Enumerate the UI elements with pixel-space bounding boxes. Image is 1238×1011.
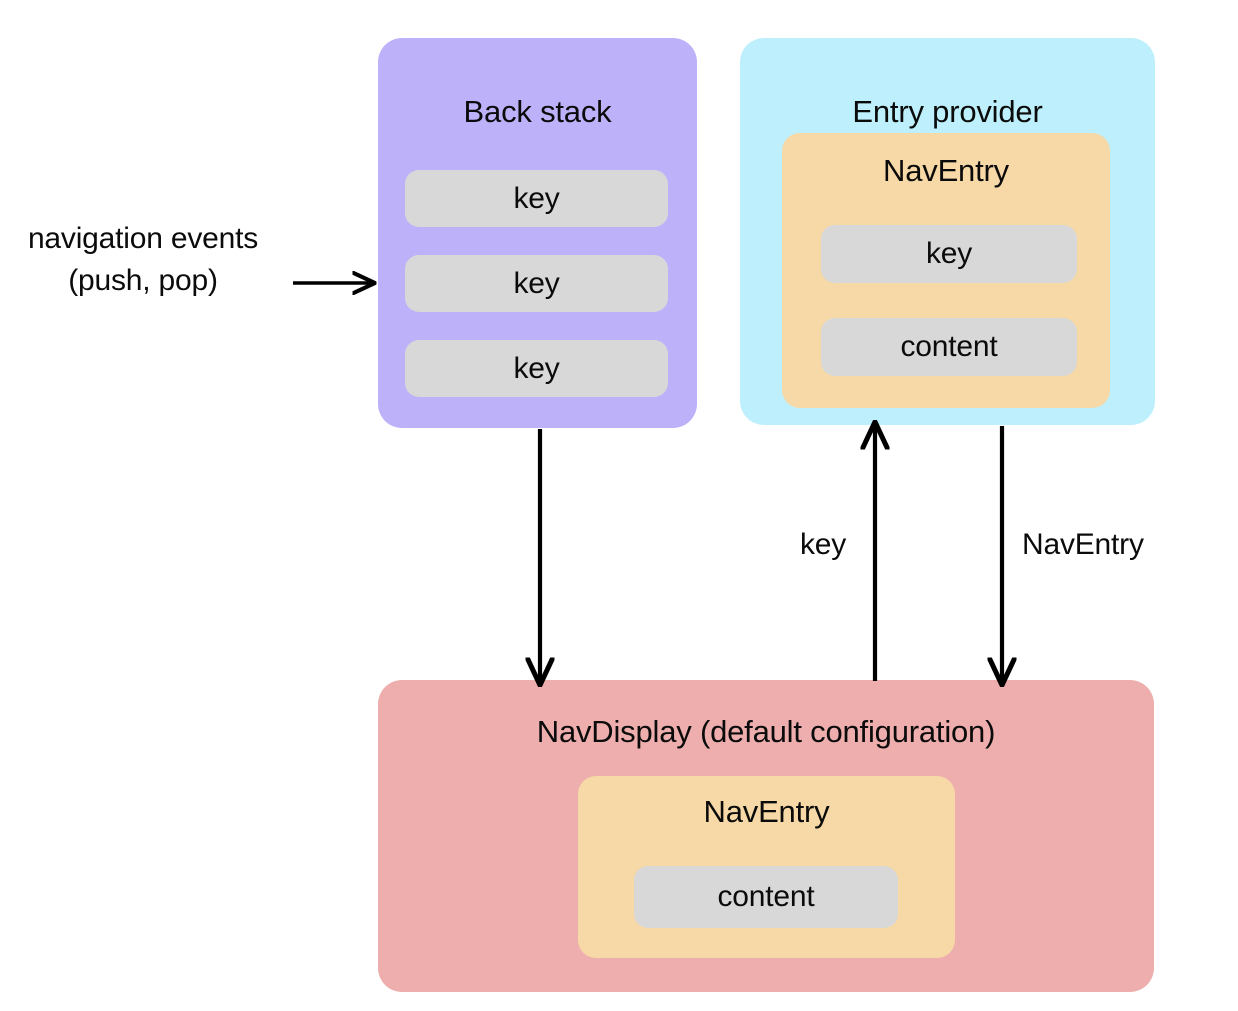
- entry-provider-nav-entry-box[interactable]: NavEntry key content: [782, 133, 1110, 408]
- entry-provider-content-chip[interactable]: content: [821, 318, 1077, 376]
- navigation-events-line-2: (push, pop): [68, 264, 218, 297]
- back-stack-key-chip[interactable]: key: [405, 340, 668, 397]
- back-stack-title: Back stack: [463, 94, 612, 129]
- navigation-events-line-1: navigation events: [27, 222, 259, 255]
- entry-provider-nav-entry-title: NavEntry: [883, 153, 1009, 188]
- back-stack-key-chip[interactable]: key: [405, 255, 668, 312]
- nav-display-title: NavDisplay (default configuration): [536, 714, 996, 749]
- navigation-events-label: navigation events (push, pop): [8, 218, 278, 302]
- edge-label-key: key: [800, 528, 847, 561]
- back-stack-key-chip[interactable]: key: [405, 170, 668, 227]
- entry-provider-box[interactable]: Entry provider NavEntry key content: [740, 38, 1155, 425]
- entry-provider-key-chip[interactable]: key: [821, 225, 1077, 283]
- nav-display-box[interactable]: NavDisplay (default configuration) NavEn…: [378, 680, 1154, 992]
- nav-display-nav-entry-title: NavEntry: [703, 794, 830, 829]
- edge-label-naventry: NavEntry: [1022, 528, 1144, 561]
- nav-display-content-chip[interactable]: content: [634, 866, 898, 928]
- entry-provider-title: Entry provider: [852, 94, 1043, 129]
- back-stack-box[interactable]: Back stack key key key: [378, 38, 697, 428]
- nav-display-nav-entry-box[interactable]: NavEntry content: [578, 776, 955, 958]
